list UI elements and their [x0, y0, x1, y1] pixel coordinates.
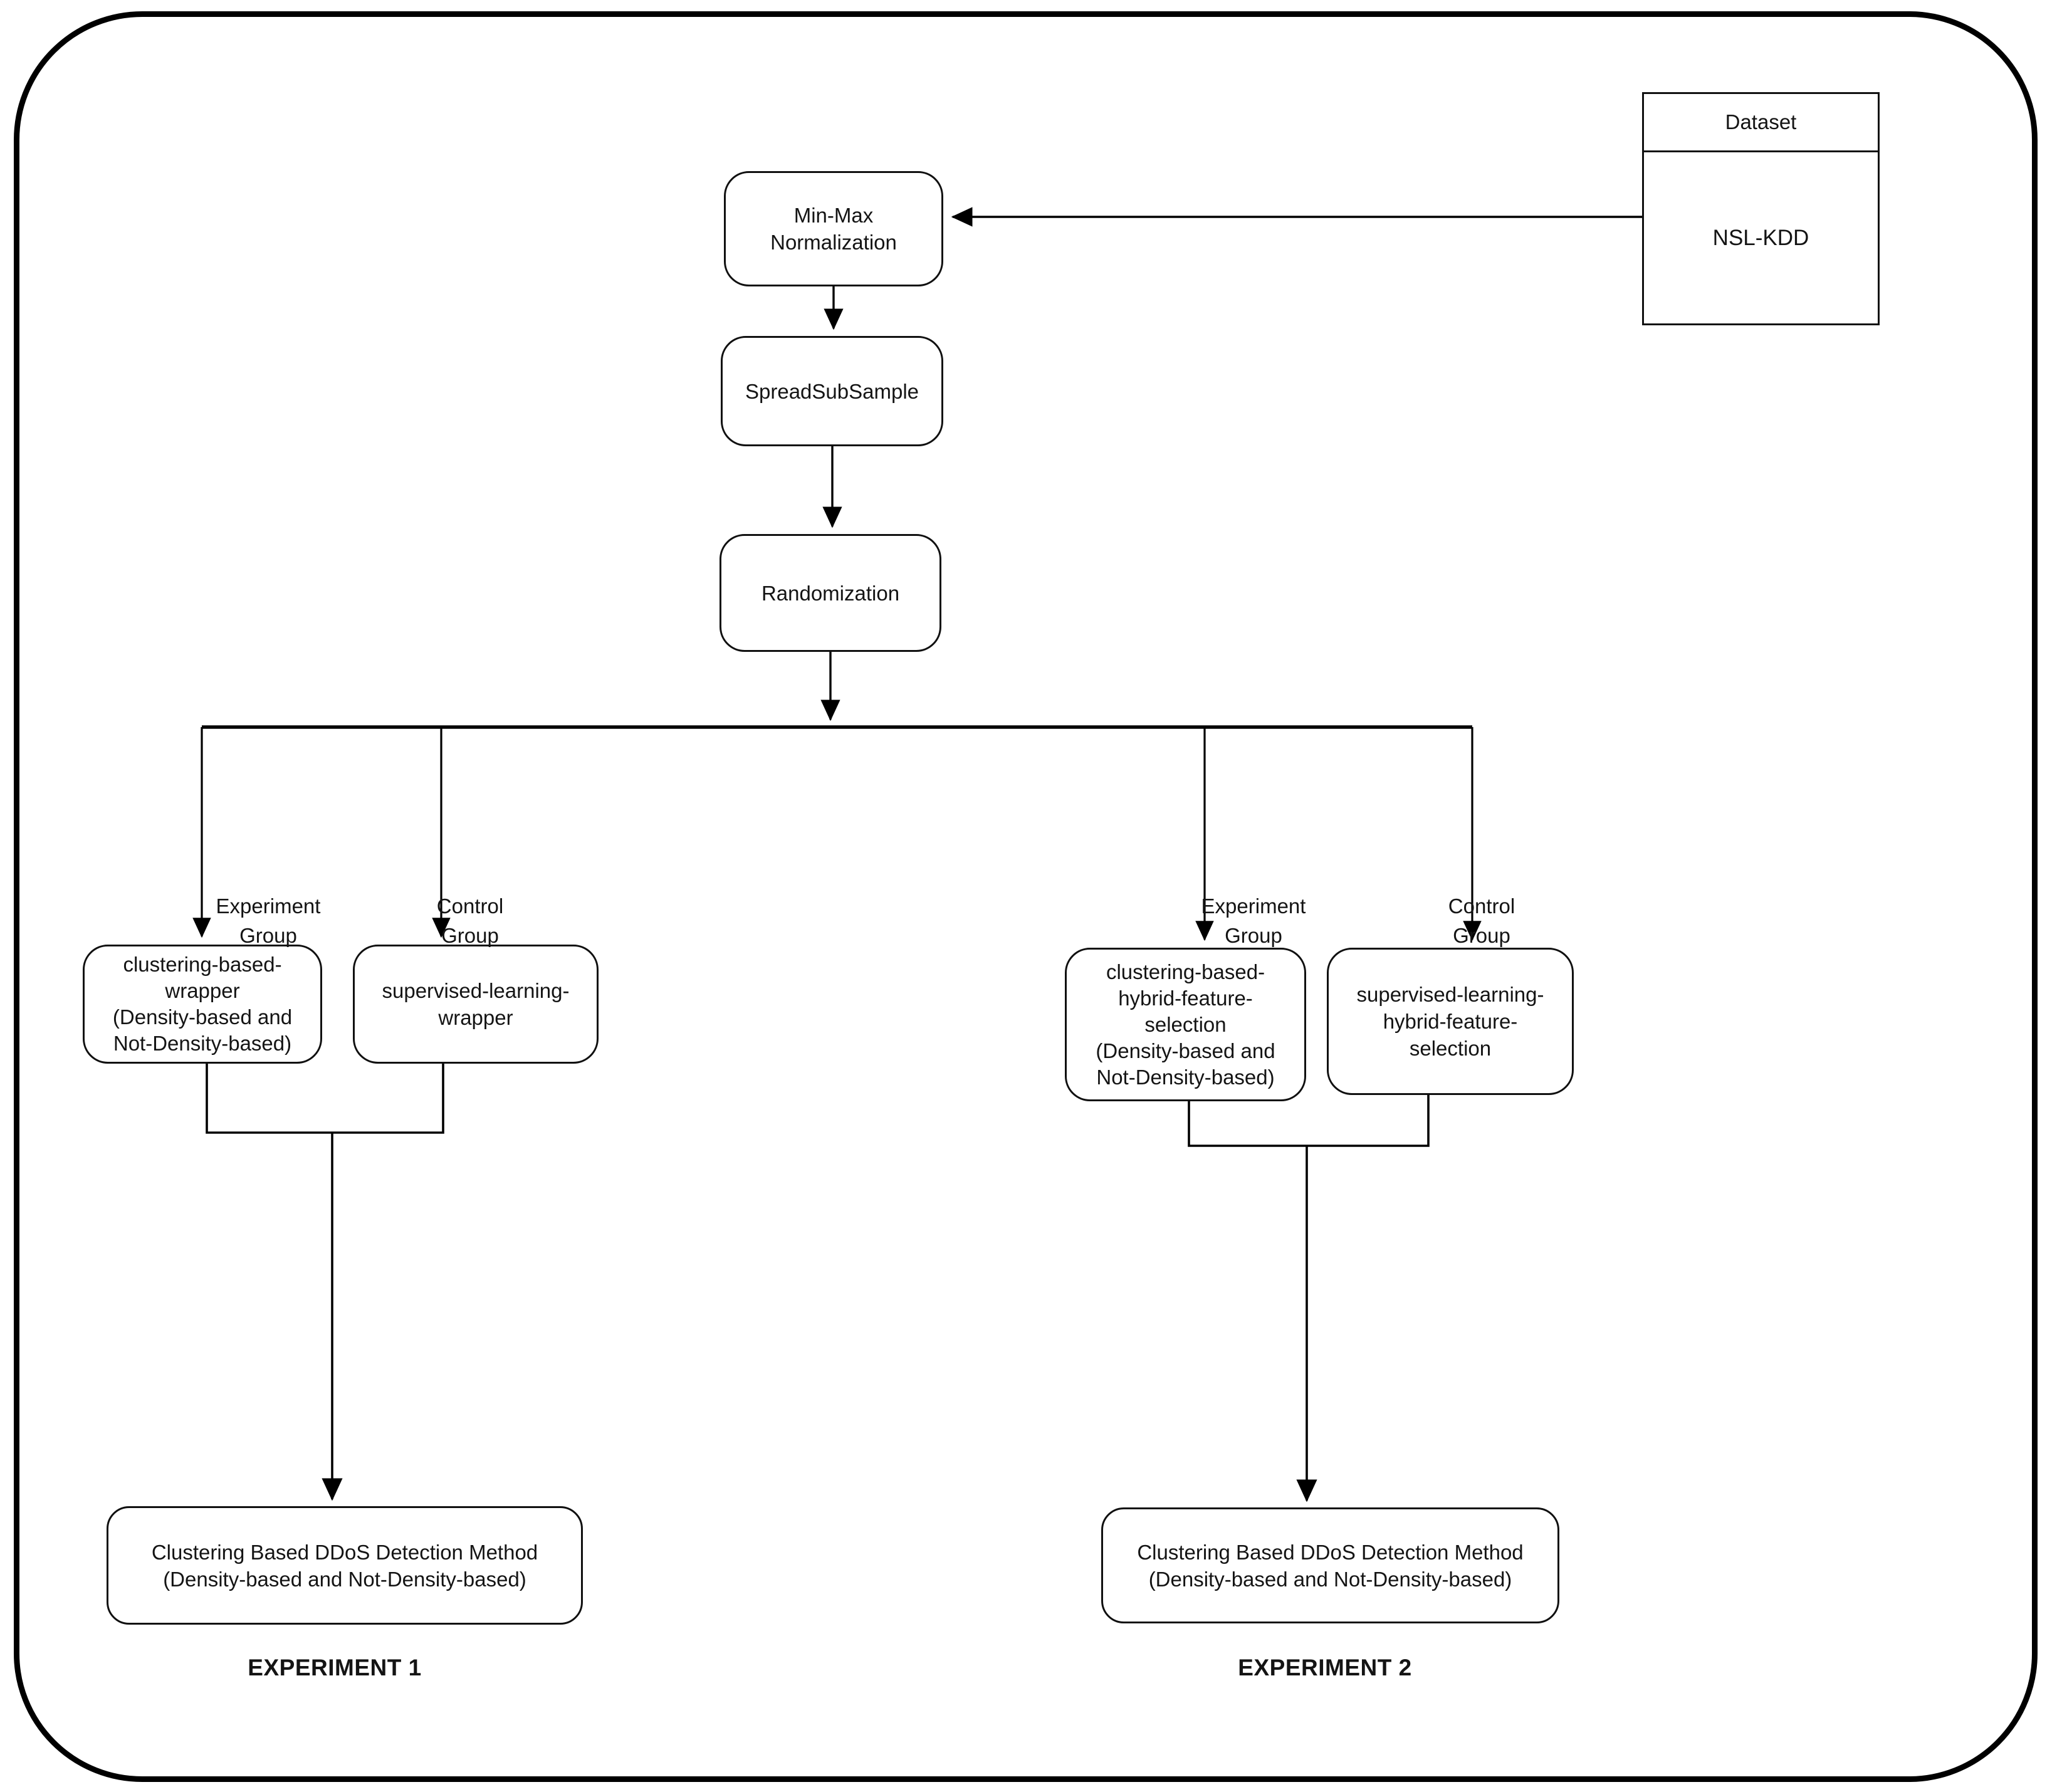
dataset-body: NSL-KDD — [1644, 152, 1878, 323]
label-control-group-right: Control Group — [1381, 891, 1582, 950]
label-line: Experiment — [1201, 894, 1306, 918]
node-line: Min-Max — [793, 204, 874, 227]
node-line: (Density-based and Not-Density-based) — [1148, 1567, 1512, 1591]
node-line: SpreadSubSample — [745, 379, 919, 403]
node-line: selection — [1144, 1012, 1227, 1036]
node-line: hybrid-feature- — [1383, 1010, 1518, 1033]
node-line: (Density-based and — [112, 1005, 293, 1029]
label-line: Group — [1225, 924, 1282, 947]
caption-experiment-1: EXPERIMENT 1 — [248, 1655, 422, 1680]
label-control-group-left: Control Group — [370, 891, 570, 950]
node-line: clustering-based- — [123, 953, 282, 976]
label-line: Experiment — [216, 894, 321, 918]
node-line: Clustering Based DDoS Detection Method — [1137, 1540, 1524, 1564]
node-randomization: Randomization — [720, 534, 941, 652]
node-line: selection — [1409, 1037, 1492, 1060]
outer-rounded-border — [14, 11, 2038, 1782]
node-line: clustering-based- — [1106, 960, 1265, 983]
label-line: Control — [436, 894, 504, 918]
join-bar-experiment2 — [1188, 1095, 1430, 1147]
node-line: Not-Density-based) — [113, 1032, 292, 1055]
node-ddos-detection-method-right: Clustering Based DDoS Detection Method (… — [1101, 1507, 1559, 1623]
label-line: Group — [441, 924, 499, 947]
node-min-max-normalization: Min-Max Normalization — [724, 171, 943, 286]
label-experiment-group-right: Experiment Group — [1153, 891, 1354, 950]
node-clustering-based-hybrid-feature-selection: clustering-based- hybrid-feature- select… — [1065, 948, 1306, 1101]
node-line: Clustering Based DDoS Detection Method — [151, 1540, 538, 1564]
node-line: (Density-based and — [1096, 1039, 1275, 1062]
join-bar-experiment1 — [206, 1064, 444, 1134]
label-line: Control — [1448, 894, 1515, 918]
node-supervised-learning-wrapper: supervised-learning- wrapper — [353, 945, 599, 1064]
node-line: Not-Density-based) — [1096, 1065, 1275, 1089]
node-ddos-detection-method-left: Clustering Based DDoS Detection Method (… — [107, 1506, 583, 1625]
node-spreadsubsample: SpreadSubSample — [721, 336, 943, 446]
dataset-box: Dataset NSL-KDD — [1642, 92, 1880, 325]
node-line: hybrid-feature- — [1118, 986, 1253, 1010]
label-experiment-group-left: Experiment Group — [168, 891, 369, 950]
node-clustering-based-wrapper: clustering-based- wrapper (Density-based… — [83, 945, 322, 1064]
dataset-value: NSL-KDD — [1712, 225, 1809, 250]
node-line: Randomization — [761, 581, 900, 605]
node-line: (Density-based and Not-Density-based) — [163, 1567, 526, 1591]
node-line: supervised-learning- — [1356, 983, 1544, 1006]
node-line: wrapper — [438, 1006, 513, 1029]
label-line: Group — [239, 924, 297, 947]
node-line: Normalization — [770, 231, 897, 254]
label-line: Group — [1453, 924, 1510, 947]
node-line: wrapper — [165, 979, 240, 1002]
dataset-title: Dataset — [1725, 110, 1797, 134]
caption-experiment-2: EXPERIMENT 2 — [1238, 1655, 1412, 1680]
node-supervised-learning-hybrid-feature-selection: supervised-learning- hybrid-feature- sel… — [1327, 948, 1574, 1095]
node-line: supervised-learning- — [382, 979, 570, 1002]
dataset-header: Dataset — [1644, 94, 1878, 152]
